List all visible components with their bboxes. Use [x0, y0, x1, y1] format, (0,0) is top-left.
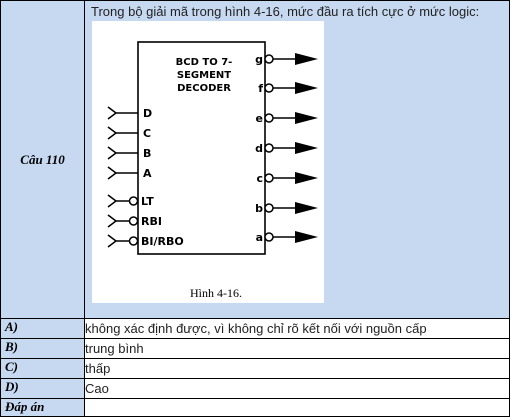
output-label-b: b	[255, 202, 263, 215]
output-label-c: c	[256, 172, 263, 185]
output-label-a: a	[256, 231, 263, 244]
decoder-title-line-3: DECODER	[177, 83, 231, 94]
control-label-bi-rbo: BI/RBO	[141, 235, 184, 248]
question-cell: Trong bộ giải mã trong hình 4-16, mức đầ…	[84, 0, 510, 319]
control-label-lt: LT	[141, 195, 154, 208]
output-label-g: g	[255, 53, 263, 66]
answer-row-d: D) Cao	[0, 378, 510, 399]
control-label-rbi: RBI	[141, 215, 162, 228]
output-label-e: e	[256, 112, 263, 125]
answer-key-row: Đáp án	[0, 398, 510, 417]
decoder-title-line-2: SEGMENT	[177, 70, 231, 81]
question-label: Câu 110	[0, 0, 85, 319]
figure-caption: Hình 4-16.	[190, 286, 242, 300]
answer-text-c[interactable]: thấp	[84, 358, 510, 379]
input-label-d: D	[143, 107, 152, 120]
answer-row-c: C) thấp	[0, 358, 510, 379]
answer-label-c: C)	[0, 358, 85, 379]
answer-text-b[interactable]: trung bình	[84, 338, 510, 359]
decoder-diagram: BCD TO 7- SEGMENT DECODER	[92, 21, 324, 303]
question-row: Câu 110 Trong bộ giải mã trong hình 4-16…	[0, 0, 510, 319]
input-label-a: A	[143, 167, 152, 180]
answer-text-a[interactable]: không xác định được, vì không chỉ rõ kết…	[84, 318, 510, 339]
answer-text-d[interactable]: Cao	[84, 378, 510, 399]
answer-label-d: D)	[0, 378, 85, 399]
answer-row-b: B) trung bình	[0, 338, 510, 359]
decoder-title-line-1: BCD TO 7-	[176, 57, 233, 68]
answer-row-a: A) không xác định được, vì không chỉ rõ …	[0, 318, 510, 339]
input-label-c: C	[143, 127, 151, 140]
answer-label-b: B)	[0, 338, 85, 359]
answer-label-a: A)	[0, 318, 85, 339]
answer-key-value[interactable]	[84, 398, 510, 417]
input-label-b: B	[143, 147, 151, 160]
output-label-f: f	[258, 82, 263, 95]
output-label-d: d	[255, 142, 263, 155]
question-text: Trong bộ giải mã trong hình 4-16, mức đầ…	[91, 4, 480, 19]
answer-key-label: Đáp án	[0, 398, 85, 417]
decoder-figure: BCD TO 7- SEGMENT DECODER	[92, 21, 324, 303]
